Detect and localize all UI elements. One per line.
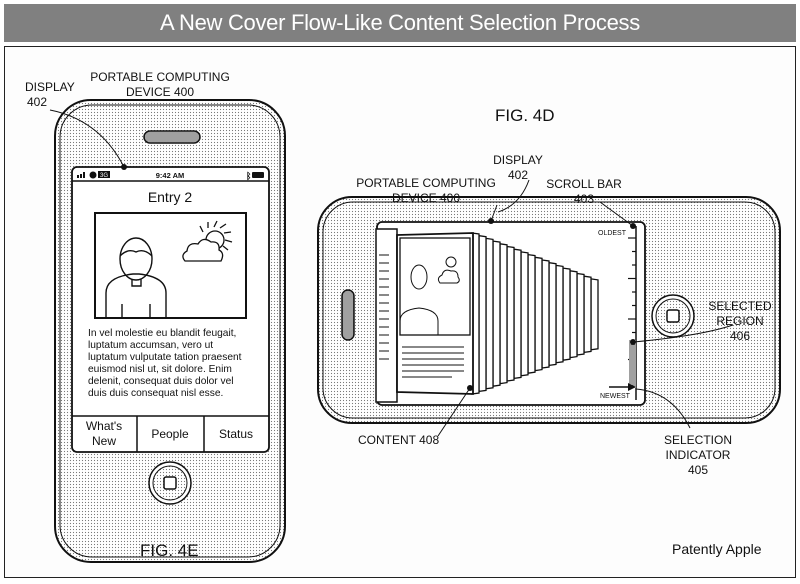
label-device-4d: PORTABLE COMPUTING DEVICE 400 — [356, 176, 496, 205]
tab-status[interactable]: Status — [219, 427, 253, 441]
page-title: A New Cover Flow-Like Content Selection … — [4, 4, 796, 42]
figure-label-4d: FIG. 4D — [495, 106, 555, 125]
scroll-bar[interactable]: OLDEST NEWEST — [598, 226, 637, 400]
battery-icon — [252, 172, 264, 178]
svg-text:What's: What's — [86, 419, 122, 433]
speaker-slot — [143, 130, 201, 144]
speaker-slot — [341, 289, 355, 341]
label-content: CONTENT 408 — [358, 433, 439, 447]
label-display-4d: DISPLAY 402 — [493, 153, 543, 182]
svg-text:PORTABLE COMPUTING: PORTABLE COMPUTING — [356, 176, 496, 190]
carrier-label: 3G — [100, 173, 108, 179]
svg-text:New: New — [92, 434, 116, 448]
svg-text:SELECTED: SELECTED — [708, 299, 772, 313]
tab-people[interactable]: People — [151, 427, 189, 441]
entry-image — [94, 212, 247, 319]
svg-text:In vel molestie eu blandit feu: In vel molestie eu blandit feugait, — [88, 328, 236, 339]
person-icon — [105, 237, 167, 318]
scroll-label-oldest: OLDEST — [598, 230, 627, 237]
label-scroll-bar: SCROLL BAR 403 — [546, 177, 622, 206]
svg-text:402: 402 — [508, 168, 528, 182]
content-card-slice — [555, 264, 564, 364]
content-card-slice — [590, 278, 599, 351]
content-card-slice — [527, 253, 536, 374]
selection-indicator-arrow — [609, 383, 636, 391]
status-bar: 3G 9:42 AM ᛒ — [77, 171, 264, 181]
content-card-slice — [520, 251, 529, 377]
label-selection-indicator: SELECTION INDICATOR 405 — [664, 433, 732, 477]
home-button[interactable] — [148, 461, 192, 505]
svg-text:DEVICE 400: DEVICE 400 — [126, 85, 194, 99]
svg-text:SELECTION: SELECTION — [664, 433, 732, 447]
svg-text:luptatum vulputate tation prae: luptatum vulputate tation praesent — [88, 352, 242, 363]
status-time: 9:42 AM — [156, 171, 184, 180]
content-card-slice — [583, 275, 592, 354]
content-card-slice — [499, 243, 508, 385]
content-card-slice — [478, 234, 487, 393]
svg-text:406: 406 — [730, 329, 750, 343]
label-device-4e: PORTABLE COMPUTING DEVICE 400 — [90, 70, 230, 99]
landscape-device: FIG. 4D — [317, 106, 781, 477]
content-card-slice — [485, 237, 494, 390]
selected-region — [629, 340, 636, 388]
content-card-slice — [513, 248, 522, 380]
svg-text:DISPLAY: DISPLAY — [493, 153, 543, 167]
content-card-slice — [492, 240, 501, 387]
content-card-selected[interactable] — [375, 228, 474, 403]
svg-text:PORTABLE COMPUTING: PORTABLE COMPUTING — [90, 70, 230, 84]
tab-whats-new[interactable]: What's New — [86, 419, 122, 448]
entry-title: Entry 2 — [148, 189, 193, 205]
content-card-slice — [562, 267, 571, 361]
label-display-4e: DISPLAY 402 — [25, 80, 75, 109]
svg-text:DISPLAY: DISPLAY — [25, 80, 75, 94]
svg-text:SCROLL BAR: SCROLL BAR — [546, 177, 622, 191]
bluetooth-icon: ᛒ — [246, 171, 251, 181]
cover-flow-stack[interactable] — [471, 232, 599, 395]
home-button[interactable] — [651, 294, 695, 338]
svg-text:REGION: REGION — [716, 314, 763, 328]
svg-text:402: 402 — [27, 95, 47, 109]
content-card-slice — [506, 245, 515, 382]
svg-text:luptatum accumsan, vero ut: luptatum accumsan, vero ut — [88, 340, 213, 351]
portrait-device: 3G 9:42 AM ᛒ Entry 2 In vel molesti — [25, 70, 286, 563]
svg-text:INDICATOR: INDICATOR — [666, 448, 731, 462]
svg-text:delenit, consequat duis dolor: delenit, consequat duis dolor vel — [88, 376, 234, 387]
figure-label-4e: FIG. 4E — [140, 541, 199, 560]
signal-icon — [77, 175, 79, 178]
scroll-label-newest: NEWEST — [600, 393, 631, 400]
content-card-slice — [569, 270, 578, 359]
content-card-slice — [534, 256, 543, 372]
content-card-slice — [541, 259, 550, 369]
svg-text:DEVICE 400: DEVICE 400 — [392, 191, 460, 205]
tab-bar: What's New People Status — [72, 415, 269, 452]
apple-icon — [89, 171, 97, 179]
svg-text:euismod nisl ut, sit dolore. E: euismod nisl ut, sit dolore. Enim — [88, 364, 232, 375]
svg-text:403: 403 — [574, 192, 594, 206]
label-selected-region: SELECTED REGION 406 — [708, 299, 772, 343]
content-card-slice — [548, 261, 557, 367]
credit-label: Patently Apple — [672, 541, 762, 557]
content-card-slice — [576, 272, 585, 356]
entry-body-text: In vel molestie eu blandit feugait, lupt… — [88, 328, 242, 399]
svg-text:duis duis consequat nisl esse.: duis duis consequat nisl esse. — [88, 388, 223, 399]
svg-text:405: 405 — [688, 463, 708, 477]
partly-cloudy-icon — [182, 220, 233, 262]
